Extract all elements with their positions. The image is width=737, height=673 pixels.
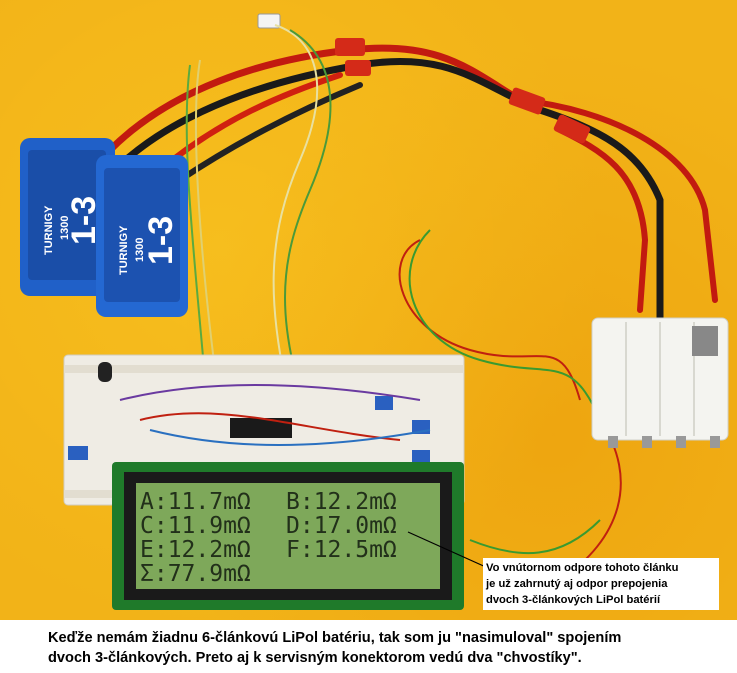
- annotation-box: Vo vnútornom odpore tohoto článku je už …: [483, 558, 719, 610]
- annotation-pointer: [407, 531, 489, 569]
- battery-2: TURNIGY 1300 1-3: [96, 155, 188, 317]
- load-resistors: [591, 317, 729, 448]
- caption-line: dvoch 3-článkových. Preto aj k servisným…: [48, 650, 582, 666]
- microcontroller-chip: [230, 418, 292, 438]
- capacitor: [98, 362, 112, 382]
- connector-4: [553, 114, 591, 144]
- lcd-cell-f: F:12.5mΩ: [286, 537, 397, 563]
- lcd-cell-c: C:11.9mΩ: [140, 513, 251, 539]
- annotation-line: dvoch 3-článkových LiPol batérií: [486, 594, 661, 606]
- power-leads: [106, 44, 718, 324]
- deans-connectors: [257, 13, 591, 144]
- lcd-cell-sum: Σ:77.9mΩ: [140, 561, 251, 587]
- connector-1: [335, 38, 365, 56]
- lcd-cell-b: B:12.2mΩ: [286, 489, 397, 515]
- lcd-module: A:11.7mΩ B:12.2mΩ C:11.9mΩ D:17.0mΩ E:12…: [112, 462, 464, 610]
- battery-2-brand: TURNIGY: [118, 225, 130, 275]
- battery-2-model: 1-3: [142, 216, 180, 265]
- trimmer-1: [375, 396, 393, 410]
- battery-1: TURNIGY 1300 1-3: [20, 138, 115, 296]
- annotation-line: je už zahrnutý aj odpor prepojenia: [486, 578, 668, 590]
- trimmer-3: [412, 450, 430, 464]
- caption-line: Keďže nemám žiadnu 6-článkovú LiPol baté…: [48, 630, 622, 646]
- regulator: [692, 326, 718, 356]
- battery-1-brand: TURNIGY: [43, 205, 55, 255]
- connector-2: [345, 60, 371, 76]
- caption: Keďže nemám žiadnu 6-článkovú LiPol baté…: [48, 628, 728, 668]
- lcd-cell-e: E:12.2mΩ: [140, 537, 251, 563]
- battery-1-capacity: 1300: [59, 216, 71, 240]
- annotation-line: Vo vnútornom odpore tohoto článku: [486, 562, 679, 574]
- lcd-readout: A:11.7mΩ B:12.2mΩ C:11.9mΩ D:17.0mΩ E:12…: [140, 489, 397, 587]
- photo: TURNIGY 1300 1-3 TURNIGY 1300 1-3: [0, 0, 737, 620]
- battery-2-capacity: 1300: [134, 238, 146, 262]
- trimmer-4: [68, 446, 88, 460]
- balance-plug: [257, 13, 281, 29]
- connector-3: [508, 87, 546, 115]
- lcd-cell-a: A:11.7mΩ: [140, 489, 251, 515]
- photo-drawing: TURNIGY 1300 1-3 TURNIGY 1300 1-3: [20, 13, 729, 610]
- lcd-screen: [136, 483, 440, 589]
- lcd-cell-d: D:17.0mΩ: [286, 513, 397, 539]
